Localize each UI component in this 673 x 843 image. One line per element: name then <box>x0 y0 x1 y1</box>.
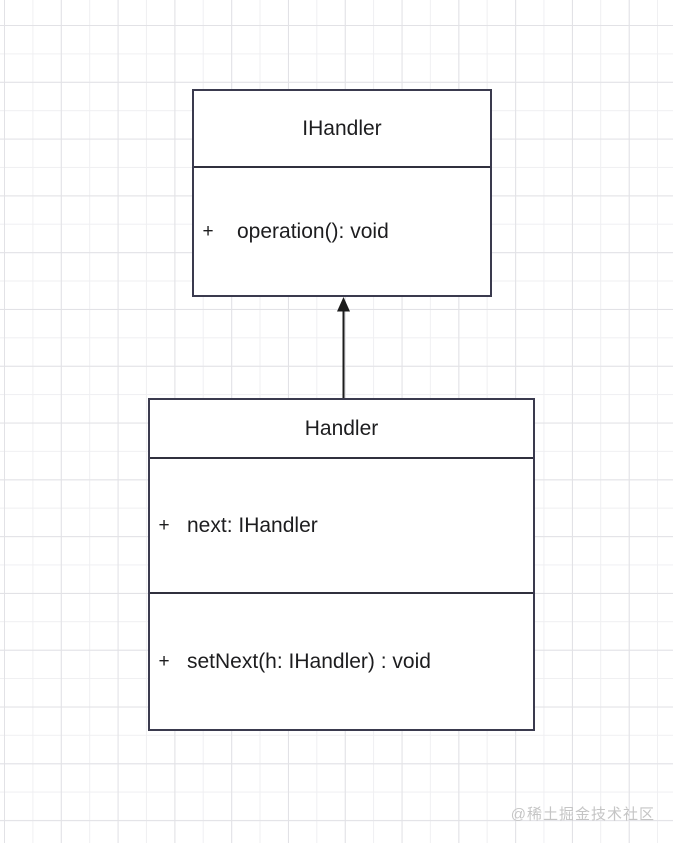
member-row: + next: IHandler <box>157 514 533 538</box>
method-signature: setNext(h: IHandler) : void <box>187 649 431 673</box>
class-name-ihandler: IHandler <box>194 91 490 168</box>
visibility-marker: + <box>158 514 170 536</box>
class-box-ihandler: IHandler + operation(): void <box>192 89 492 297</box>
class-box-handler: Handler + next: IHandler + setNext(h: IH… <box>148 398 535 731</box>
member-row: + setNext(h: IHandler) : void <box>157 650 533 674</box>
watermark: @稀土掘金技术社区 <box>510 806 655 823</box>
visibility-marker: + <box>158 650 170 672</box>
arrow-head-icon <box>337 297 350 312</box>
visibility-marker: + <box>202 220 214 242</box>
methods-section-handler: + setNext(h: IHandler) : void <box>150 594 533 729</box>
methods-section-ihandler: + operation(): void <box>194 168 490 295</box>
method-signature: operation(): void <box>237 219 389 243</box>
member-row: + operation(): void <box>201 220 490 244</box>
class-name-handler: Handler <box>150 400 533 459</box>
attributes-section-handler: + next: IHandler <box>150 459 533 594</box>
attribute-signature: next: IHandler <box>187 513 318 537</box>
